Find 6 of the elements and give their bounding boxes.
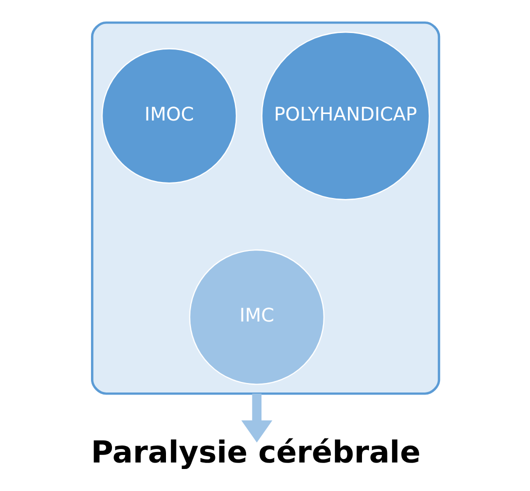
cluster	[91, 21, 440, 395]
node-circle: POLYHANDICAP	[261, 32, 430, 200]
node-circle: IMC	[189, 249, 325, 385]
node-text: Paralysie cérébrale	[91, 435, 421, 470]
node-circle: IMOC	[102, 48, 237, 184]
arrow	[241, 394, 272, 442]
